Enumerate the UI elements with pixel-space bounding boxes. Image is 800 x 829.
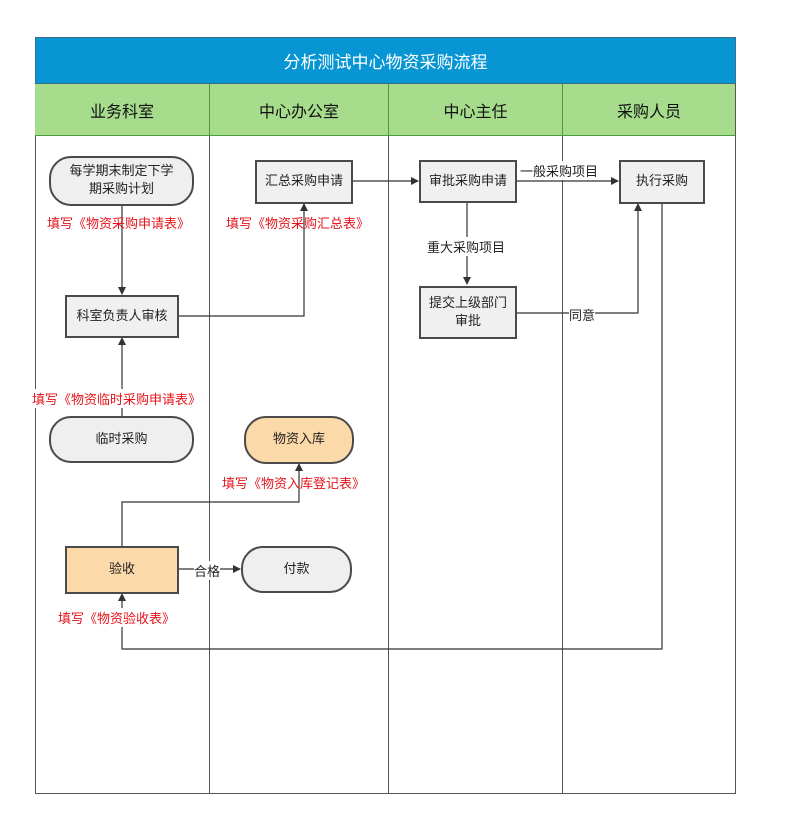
- connector-execute-to-accept: [118, 204, 663, 650]
- lane-header-director: 中心主任: [389, 84, 563, 136]
- lane-divider: [562, 136, 563, 794]
- node-temp: 临时采购: [49, 416, 194, 463]
- form-label-apply: 填写《物资采购申请表》: [47, 217, 191, 232]
- edge-label-agree: 同意: [569, 305, 596, 324]
- node-summary: 汇总采购申请: [255, 160, 353, 204]
- connector-submit-to-execute: [517, 203, 642, 314]
- node-execute: 执行采购: [619, 160, 705, 204]
- lane-header-purchaser: 采购人员: [563, 84, 736, 136]
- form-label-summary: 填写《物资采购汇总表》: [226, 217, 370, 232]
- edge-label-major: 重大采购项目: [427, 237, 506, 256]
- lane-header-office: 中心办公室: [210, 84, 389, 136]
- lane-divider: [388, 136, 389, 794]
- form-label-accept: 填写《物资验收表》: [58, 608, 176, 627]
- lane-header-business: 业务科室: [35, 84, 210, 136]
- form-label-storage: 填写《物资入库登记表》: [222, 477, 366, 492]
- node-storage: 物资入库: [244, 416, 354, 464]
- lane-divider: [209, 136, 210, 794]
- form-label-temp: 填写《物资临时采购申请表》: [32, 389, 202, 408]
- node-review: 科室负责人审核: [65, 295, 179, 338]
- node-submit: 提交上级部门审批: [419, 286, 517, 339]
- connector-accept-to-storage: [121, 463, 303, 546]
- node-accept: 验收: [65, 546, 179, 594]
- connector-review-to-summary: [179, 203, 308, 317]
- node-pay: 付款: [241, 546, 352, 593]
- edge-label-general: 一般采购项目: [520, 161, 599, 180]
- node-plan: 每学期末制定下学期采购计划: [49, 156, 194, 206]
- node-approve: 审批采购申请: [419, 160, 517, 203]
- diagram-title: 分析测试中心物资采购流程: [35, 37, 736, 84]
- edge-label-qualified: 合格: [194, 561, 221, 580]
